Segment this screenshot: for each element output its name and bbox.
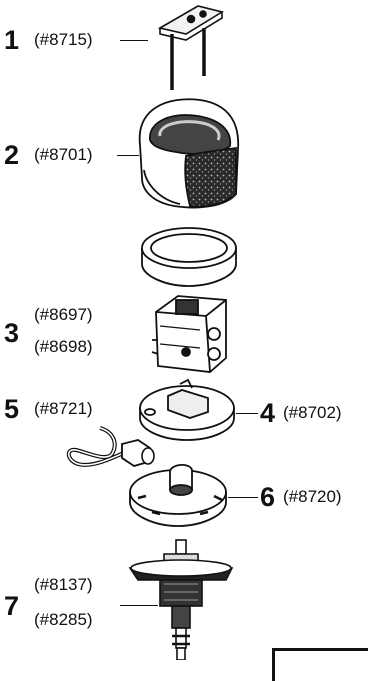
callout-2-part-code: (#8701) xyxy=(34,145,93,164)
callout-3-part-code-b: (#8698) xyxy=(34,337,93,356)
part-5-tube-connector xyxy=(66,426,155,467)
callout-1-number: 1 xyxy=(4,25,20,55)
corner-frame xyxy=(272,648,368,681)
callout-7-number: 7 xyxy=(4,591,20,621)
callout-1-part-code: (#8715) xyxy=(34,30,93,49)
part-1-handle-clip xyxy=(157,5,225,90)
callout-7-part-code-b: (#8285) xyxy=(34,610,93,629)
retaining-ring xyxy=(141,227,237,287)
leader-line-4 xyxy=(236,413,258,414)
callout-5-number: 5 xyxy=(4,394,20,424)
leader-line-2 xyxy=(117,155,139,156)
callout-5-part-code: (#8721) xyxy=(34,399,93,418)
part-4-cam-disc xyxy=(139,378,235,441)
part-6-cap xyxy=(129,464,227,527)
leader-line-6 xyxy=(228,497,258,498)
callout-3-number: 3 xyxy=(4,318,20,348)
part-3-cartridge xyxy=(151,295,227,373)
exploded-parts-diagram xyxy=(66,5,240,660)
part-7-valve-stem xyxy=(128,539,234,660)
callout-6-number: 6 xyxy=(260,482,276,512)
callout-3-part-code-a: (#8697) xyxy=(34,305,93,324)
callout-4-number: 4 xyxy=(260,398,276,428)
callout-4-part-code: (#8702) xyxy=(283,403,342,422)
callout-6-part-code: (#8720) xyxy=(283,487,342,506)
part-2-handle-dome xyxy=(138,98,240,209)
callout-7-part-code-a: (#8137) xyxy=(34,575,93,594)
leader-line-7 xyxy=(120,605,158,606)
callout-2-number: 2 xyxy=(4,140,20,170)
leader-line-1 xyxy=(120,40,148,41)
